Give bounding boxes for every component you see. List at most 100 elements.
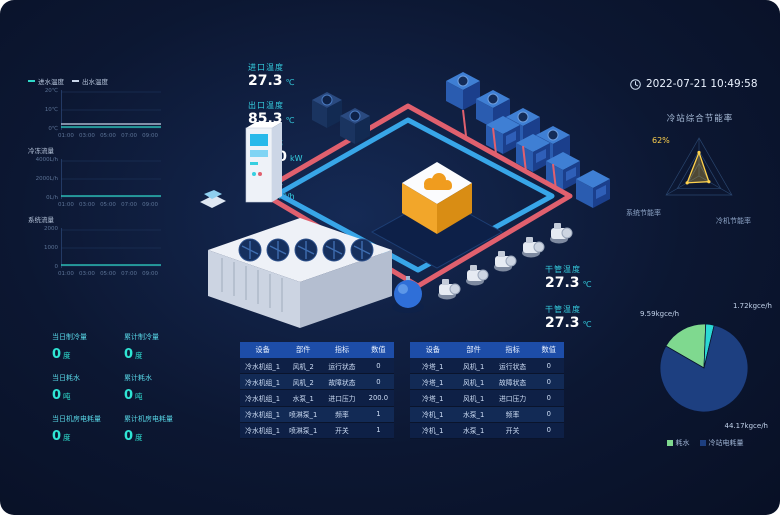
metric-unit: ℃ [285, 78, 295, 87]
x-tick: 05:00 [100, 202, 116, 208]
table-cell: 1 [362, 422, 394, 439]
table-cell: 0 [533, 389, 564, 407]
timestamp-text: 2022-07-21 10:49:58 [646, 78, 758, 90]
trend-chart-plot [61, 90, 161, 130]
column-header: 部件 [285, 342, 322, 358]
trend-chart-plot [61, 159, 161, 199]
metric-label: 干管温度 [545, 265, 581, 274]
y-tick: 2000L/h [35, 176, 58, 182]
table-cell: 冷塔_1 [410, 373, 456, 391]
pump [522, 237, 545, 258]
table-cell: 冷水机组_1 [240, 406, 286, 423]
metric-value: 27.3℃ [545, 275, 592, 291]
metric-inlet-temp: 进口温度 27.3℃ [248, 62, 328, 91]
pie-legend-item: 耗水 [666, 438, 690, 448]
column-header: 部件 [455, 342, 492, 358]
x-tick: 05:00 [100, 271, 116, 277]
ahu-unit [208, 218, 392, 328]
pump-group [438, 223, 573, 300]
timestamp: 2022-07-21 10:49:58 [630, 78, 758, 90]
plant-diagram [200, 72, 610, 328]
pump [466, 265, 489, 286]
ahu-grille [221, 258, 283, 312]
table-cell: 1 [362, 406, 394, 423]
table-cell: 0 [362, 358, 394, 375]
chiller-group [486, 116, 610, 208]
x-tick: 07:00 [121, 133, 137, 139]
table-cell: 进口压力 [491, 389, 534, 407]
counter-label: 累计耗水 [124, 374, 152, 382]
ahu-fans [238, 238, 374, 262]
table-cell: 冷机_1 [410, 406, 456, 423]
metric-unit: ℃ [285, 116, 295, 125]
legend-item: 冷冻流量 [28, 145, 54, 155]
table-cell: 0 [533, 358, 564, 375]
radar-axis-label: 冷机节能率 [716, 217, 751, 225]
column-header: 数值 [533, 342, 564, 358]
legend-swatch [666, 440, 673, 446]
table-cell: 故障状态 [321, 373, 363, 391]
pump [438, 279, 461, 300]
y-tick: 2000 [44, 226, 58, 232]
x-tick: 01:00 [58, 202, 74, 208]
pump [494, 251, 517, 272]
table-cell: 风机_1 [455, 373, 492, 391]
counter-label: 累计机房电耗量 [124, 415, 173, 423]
x-tick: 09:00 [142, 271, 158, 277]
metric-label: 干管温度 [545, 305, 581, 314]
table-cell: 喷淋泵_1 [285, 422, 322, 439]
x-tick: 05:00 [100, 133, 116, 139]
pie-slice-label: 9.59kgce/h [640, 310, 680, 318]
metric-unit: ℃ [582, 280, 592, 289]
legend-label: 冷冻流量 [28, 147, 54, 155]
table-cell: 喷淋泵_1 [285, 406, 322, 423]
x-tick: 09:00 [142, 133, 158, 139]
y-tick: 1000 [44, 245, 58, 251]
table-cell: 风机_1 [455, 389, 492, 407]
counter-label: 当日耗水 [52, 374, 80, 382]
y-tick: 0℃ [48, 126, 58, 132]
legend-swatch [72, 80, 79, 82]
metric-unit: ℃ [582, 320, 592, 329]
table-cell: 风机_2 [285, 358, 322, 375]
x-tick: 07:00 [121, 271, 137, 277]
x-tick: 01:00 [58, 133, 74, 139]
x-tick: 03:00 [79, 202, 95, 208]
pie-chart [659, 323, 749, 413]
table-cell: 运行状态 [491, 358, 534, 375]
legend-label: 耗水 [675, 439, 690, 447]
table-cell: 冷水机组_1 [240, 389, 286, 407]
counter-label: 累计制冷量 [124, 333, 159, 341]
metric-main-pipe-temp-2: 干管温度 27.3℃ [545, 304, 615, 333]
pie-slice-label: 44.17kgce/h [724, 422, 769, 430]
table-cell: 0 [533, 373, 564, 391]
table-cell: 开关 [321, 422, 363, 439]
pie-slice [659, 324, 749, 413]
column-header: 设备 [240, 342, 286, 358]
table-cell: 风机_1 [455, 358, 492, 375]
